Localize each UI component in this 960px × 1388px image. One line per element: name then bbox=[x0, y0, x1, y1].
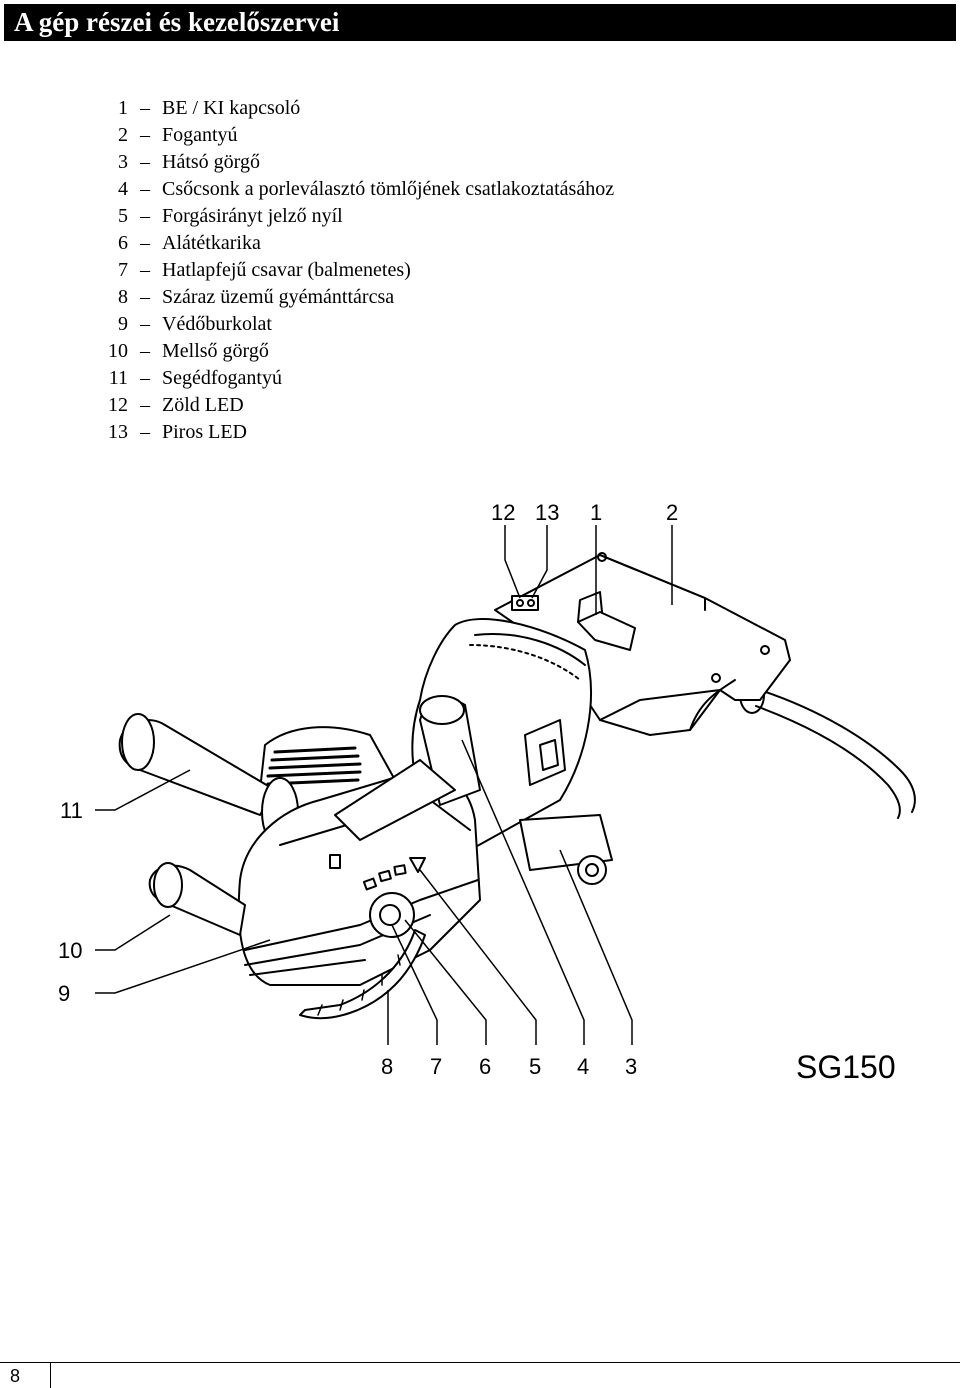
callout-3: 3 bbox=[625, 1054, 637, 1079]
callout-12: 12 bbox=[491, 500, 515, 525]
part-label: Forgásirányt jelző nyíl bbox=[162, 205, 343, 227]
part-number: 6 bbox=[118, 232, 128, 254]
part-number: 5 bbox=[118, 205, 128, 227]
callout-4: 4 bbox=[577, 1054, 589, 1079]
part-number: 4 bbox=[118, 178, 128, 200]
list-item: 1–BE / KI kapcsoló bbox=[90, 95, 614, 122]
hex-nut bbox=[379, 904, 401, 926]
part-number: 1 bbox=[118, 97, 128, 119]
part-label: Csőcsonk a porleválasztó tömlőjének csat… bbox=[162, 178, 615, 200]
part-label: Zöld LED bbox=[162, 394, 244, 416]
part-number: 7 bbox=[118, 259, 128, 281]
part-dash: – bbox=[140, 394, 150, 416]
part-dash: – bbox=[140, 286, 150, 308]
page-number: 8 bbox=[10, 1366, 21, 1386]
list-item: 4–Csőcsonk a porleválasztó tömlőjének cs… bbox=[90, 176, 614, 203]
front-roller bbox=[148, 862, 246, 936]
part-dash: – bbox=[140, 259, 150, 281]
parts-list: 1–BE / KI kapcsoló 2–Fogantyú 3–Hátsó gö… bbox=[90, 95, 614, 446]
callout-11: 11 bbox=[60, 798, 83, 823]
page-title: A gép részei és kezelőszervei bbox=[4, 4, 956, 41]
model-label: SG150 bbox=[796, 1049, 896, 1085]
part-label: Hátsó görgő bbox=[162, 151, 260, 173]
part-label: Fogantyú bbox=[162, 124, 238, 146]
part-label: Védőburkolat bbox=[162, 313, 272, 335]
part-dash: – bbox=[140, 97, 150, 119]
footer-divider-vertical bbox=[50, 1362, 51, 1388]
part-label: Segédfogantyú bbox=[162, 367, 282, 389]
callout-8: 8 bbox=[381, 1054, 393, 1079]
part-number: 2 bbox=[118, 124, 128, 146]
callout-2: 2 bbox=[666, 500, 678, 525]
list-item: 3–Hátsó görgő bbox=[90, 149, 614, 176]
part-number: 3 bbox=[118, 151, 128, 173]
list-item: 5–Forgásirányt jelző nyíl bbox=[90, 203, 614, 230]
part-label: Alátétkarika bbox=[162, 232, 261, 254]
callout-7: 7 bbox=[430, 1054, 442, 1079]
callout-5: 5 bbox=[529, 1054, 541, 1079]
part-label: Száraz üzemű gyémánttárcsa bbox=[162, 286, 395, 308]
part-dash: – bbox=[140, 205, 150, 227]
callout-9: 9 bbox=[58, 981, 70, 1006]
part-dash: – bbox=[140, 313, 150, 335]
part-dash: – bbox=[140, 421, 150, 443]
list-item: 10–Mellső görgő bbox=[90, 338, 614, 365]
part-dash: – bbox=[140, 124, 150, 146]
part-number: 10 bbox=[108, 340, 128, 362]
part-label: BE / KI kapcsoló bbox=[162, 97, 301, 119]
part-number: 11 bbox=[108, 367, 128, 389]
footer-divider bbox=[0, 1362, 960, 1363]
part-dash: – bbox=[140, 232, 150, 254]
part-number: 8 bbox=[118, 286, 128, 308]
part-label: Piros LED bbox=[162, 421, 247, 443]
rotation-arrow bbox=[362, 857, 426, 891]
part-dash: – bbox=[140, 340, 150, 362]
list-item: 7–Hatlapfejű csavar (balmenetes) bbox=[90, 257, 614, 284]
part-number: 12 bbox=[108, 394, 128, 416]
list-item: 12–Zöld LED bbox=[90, 392, 614, 419]
power-cord bbox=[755, 689, 916, 819]
part-number: 13 bbox=[108, 421, 128, 443]
list-item: 2–Fogantyú bbox=[90, 122, 614, 149]
list-item: 8–Száraz üzemű gyémánttárcsa bbox=[90, 284, 614, 311]
part-number: 9 bbox=[118, 313, 128, 335]
part-dash: – bbox=[140, 178, 150, 200]
list-item: 6–Alátétkarika bbox=[90, 230, 614, 257]
callout-6: 6 bbox=[479, 1054, 491, 1079]
machine-illustration: 12 13 1 2 11 10 9 8 7 6 5 4 3 SG150 bbox=[58, 500, 916, 1085]
callout-10: 10 bbox=[58, 938, 82, 963]
auxiliary-handle bbox=[118, 713, 299, 847]
list-item: 11–Segédfogantyú bbox=[90, 365, 614, 392]
part-dash: – bbox=[140, 367, 150, 389]
rear-roller bbox=[519, 814, 613, 885]
part-dash: – bbox=[140, 151, 150, 173]
list-item: 13–Piros LED bbox=[90, 419, 614, 446]
callout-1: 1 bbox=[590, 500, 602, 525]
part-label: Hatlapfejű csavar (balmenetes) bbox=[162, 259, 411, 281]
callout-13: 13 bbox=[535, 500, 559, 525]
list-item: 9–Védőburkolat bbox=[90, 311, 614, 338]
part-label: Mellső görgő bbox=[162, 340, 269, 362]
